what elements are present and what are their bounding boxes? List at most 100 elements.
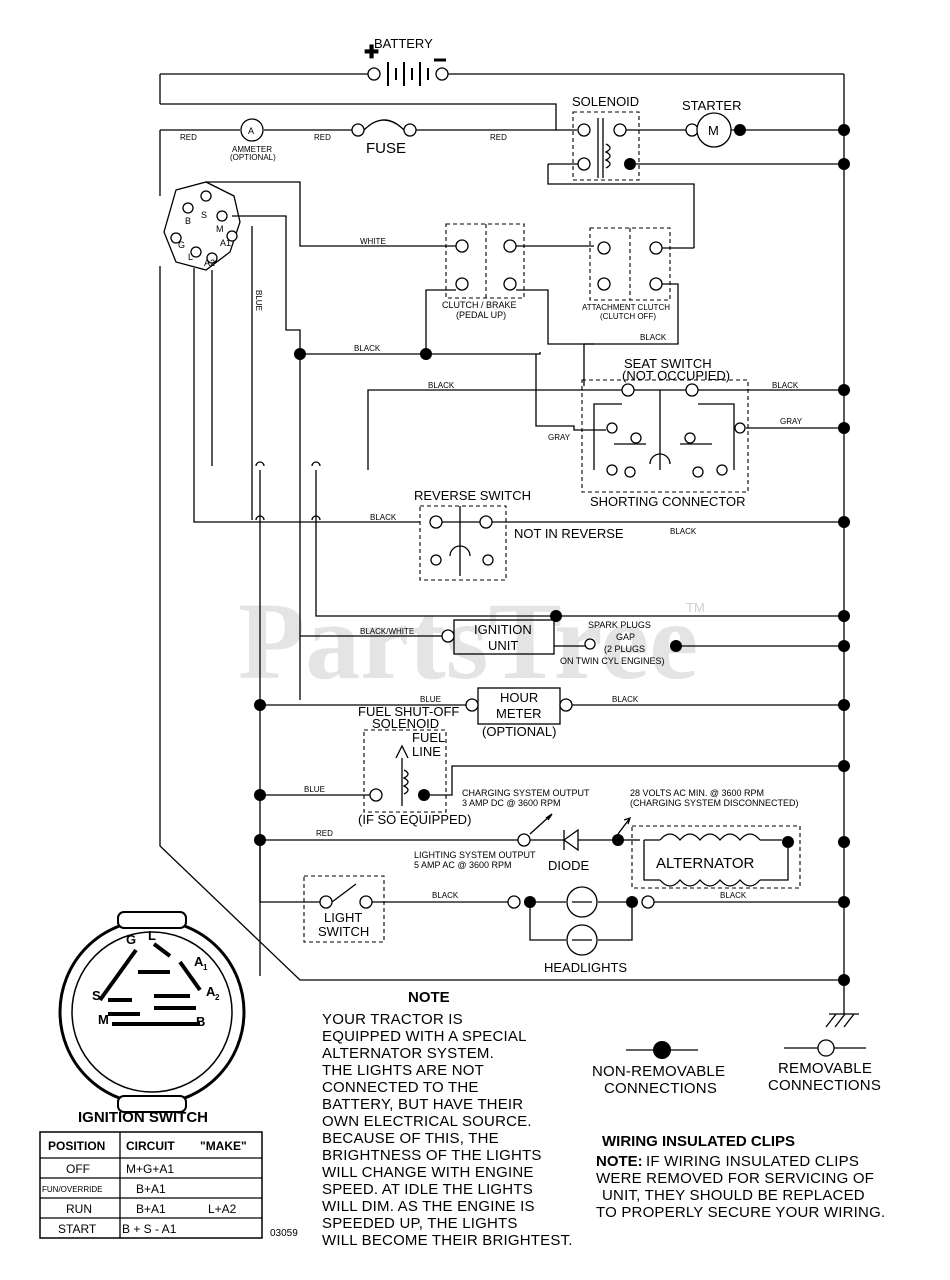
svg-text:CHARGING SYSTEM OUTPUT: CHARGING SYSTEM OUTPUT bbox=[462, 788, 590, 798]
starter: STARTER M bbox=[682, 98, 850, 170]
svg-text:2: 2 bbox=[215, 993, 220, 1002]
svg-text:BLACK: BLACK bbox=[670, 527, 697, 536]
svg-text:UNIT, THEY SHOULD BE REPLACED: UNIT, THEY SHOULD BE REPLACED bbox=[602, 1187, 865, 1204]
svg-text:BECAUSE OF THIS, THE: BECAUSE OF THIS, THE bbox=[322, 1130, 499, 1147]
svg-text:IGNITION: IGNITION bbox=[474, 622, 532, 637]
svg-text:NON-REMOVABLE: NON-REMOVABLE bbox=[592, 1063, 725, 1080]
watermark-trademark: TM bbox=[686, 600, 705, 615]
watermark: PartsTree bbox=[238, 580, 698, 702]
svg-text:BLUE: BLUE bbox=[420, 695, 441, 704]
svg-text:28 VOLTS AC MIN. @ 3600 RPM: 28 VOLTS AC MIN. @ 3600 RPM bbox=[630, 788, 764, 798]
svg-text:(OPTIONAL): (OPTIONAL) bbox=[482, 724, 556, 739]
svg-text:BLACK: BLACK bbox=[428, 381, 455, 390]
solenoid: SOLENOID bbox=[547, 94, 844, 248]
svg-text:(CHARGING SYSTEM DISCONNECTED): (CHARGING SYSTEM DISCONNECTED) bbox=[630, 798, 799, 808]
svg-text:METER: METER bbox=[496, 706, 542, 721]
svg-text:UNIT: UNIT bbox=[488, 638, 518, 653]
svg-text:SPARK PLUGS: SPARK PLUGS bbox=[588, 620, 651, 630]
svg-text:SEAT SWITCH: SEAT SWITCH bbox=[624, 356, 712, 371]
svg-text:SPEED. AT IDLE THE LIGHTS: SPEED. AT IDLE THE LIGHTS bbox=[322, 1181, 533, 1198]
svg-text:A: A bbox=[194, 954, 204, 969]
svg-text:G: G bbox=[178, 240, 185, 250]
ammeter-label: AMMETER bbox=[232, 145, 272, 154]
svg-text:LIGHTING SYSTEM OUTPUT: LIGHTING SYSTEM OUTPUT bbox=[414, 850, 536, 860]
svg-text:CONNECTIONS: CONNECTIONS bbox=[604, 1080, 717, 1097]
svg-text:(IF SO EQUIPPED): (IF SO EQUIPPED) bbox=[358, 812, 471, 827]
lighting-circuit: LIGHT SWITCH BLACK BLACK HEADLIGHTS bbox=[259, 840, 844, 975]
svg-text:M: M bbox=[98, 1012, 109, 1027]
fuse-icon bbox=[351, 123, 365, 137]
fuse-label: FUSE bbox=[366, 140, 406, 157]
svg-text:FUN/OVERRIDE: FUN/OVERRIDE bbox=[42, 1185, 102, 1194]
ignition-wires: WHITE BLUE BLACK BLACK bbox=[193, 181, 541, 700]
svg-text:GAP: GAP bbox=[616, 632, 635, 642]
svg-text:"MAKE": "MAKE" bbox=[200, 1139, 247, 1153]
svg-text:LINE: LINE bbox=[412, 744, 441, 759]
svg-text:NOTE:: NOTE: bbox=[596, 1153, 643, 1170]
svg-text:EQUIPPED WITH A SPECIAL: EQUIPPED WITH A SPECIAL bbox=[322, 1028, 527, 1045]
fuel-solenoid: FUEL SHUT-OFF SOLENOID FUEL LINE BLUE (I… bbox=[260, 704, 844, 827]
svg-text:WILL BECOME THEIR BRIGHTEST.: WILL BECOME THEIR BRIGHTEST. bbox=[322, 1232, 573, 1249]
hour-meter: HOUR METER BLUE BLACK (OPTIONAL) bbox=[260, 687, 844, 739]
svg-text:GRAY: GRAY bbox=[548, 433, 571, 442]
svg-text:A1: A1 bbox=[220, 238, 231, 248]
svg-text:RUN: RUN bbox=[66, 1202, 92, 1216]
svg-text:WILL DIM. AS THE ENGINE IS: WILL DIM. AS THE ENGINE IS bbox=[322, 1198, 535, 1215]
svg-text:IF WIRING INSULATED CLIPS: IF WIRING INSULATED CLIPS bbox=[646, 1153, 859, 1170]
ignition-switch-face: G L A 1 A 2 S M B bbox=[58, 911, 246, 1113]
svg-text:DIODE: DIODE bbox=[548, 858, 590, 873]
ignition-switch-title: IGNITION SWITCH bbox=[78, 1109, 208, 1126]
svg-text:(NOT OCCUPIED): (NOT OCCUPIED) bbox=[622, 368, 730, 383]
svg-text:CONNECTED TO THE: CONNECTED TO THE bbox=[322, 1079, 479, 1096]
connection-legend: NON-REMOVABLE CONNECTIONS REMOVABLE CONN… bbox=[592, 1039, 881, 1097]
svg-text:A: A bbox=[206, 984, 216, 999]
svg-text:SOLENOID: SOLENOID bbox=[572, 94, 639, 109]
svg-text:BLACK: BLACK bbox=[370, 513, 397, 522]
starter-motor-icon bbox=[696, 112, 732, 148]
svg-text:BLACK: BLACK bbox=[354, 344, 381, 353]
svg-text:START: START bbox=[58, 1222, 97, 1236]
svg-text:RED: RED bbox=[180, 133, 197, 142]
clutch-brake-switch: CLUTCH / BRAKE (PEDAL UP) bbox=[420, 223, 594, 360]
attachment-clutch-switch: ATTACHMENT CLUTCH (CLUTCH OFF) BLACK bbox=[582, 227, 694, 386]
svg-text:HOUR: HOUR bbox=[500, 690, 538, 705]
svg-text:BLACK: BLACK bbox=[612, 695, 639, 704]
battery-label: BATTERY bbox=[374, 36, 433, 51]
svg-text:(2 PLUGS: (2 PLUGS bbox=[604, 644, 645, 654]
svg-text:1: 1 bbox=[203, 963, 208, 972]
svg-text:BRIGHTNESS OF THE LIGHTS: BRIGHTNESS OF THE LIGHTS bbox=[322, 1147, 542, 1164]
svg-text:NOT IN REVERSE: NOT IN REVERSE bbox=[514, 526, 624, 541]
svg-text:CLUTCH / BRAKE: CLUTCH / BRAKE bbox=[442, 300, 517, 310]
svg-text:B+A1: B+A1 bbox=[136, 1202, 166, 1216]
svg-text:FUEL: FUEL bbox=[412, 730, 445, 745]
svg-text:SOLENOID: SOLENOID bbox=[372, 716, 439, 731]
svg-text:S: S bbox=[92, 988, 101, 1003]
battery-positive-icon: ✚ bbox=[364, 42, 379, 62]
svg-text:M+G+A1: M+G+A1 bbox=[126, 1162, 174, 1176]
svg-text:NOTE: NOTE bbox=[408, 989, 450, 1006]
svg-text:STARTER: STARTER bbox=[682, 98, 741, 113]
ignition-switch-table: POSITION CIRCUIT "MAKE" OFF M+G+A1 FUN/O… bbox=[39, 1131, 263, 1239]
svg-text:YOUR TRACTOR IS: YOUR TRACTOR IS bbox=[322, 1011, 463, 1028]
bus-connections bbox=[254, 348, 850, 986]
svg-text:WILL CHANGE WITH ENGINE: WILL CHANGE WITH ENGINE bbox=[322, 1164, 534, 1181]
svg-text:WERE REMOVED FOR SERVICING OF: WERE REMOVED FOR SERVICING OF bbox=[596, 1170, 874, 1187]
svg-text:BLUE: BLUE bbox=[254, 290, 263, 311]
key-switch-block: B S M G A1 L A2 bbox=[163, 181, 241, 271]
diagram-number: 03059 bbox=[270, 1228, 298, 1239]
svg-text:GRAY: GRAY bbox=[780, 417, 803, 426]
seat-switch: SEAT SWITCH (NOT OCCUPIED) BLACK BLACK G… bbox=[367, 354, 844, 509]
reverse-switch: REVERSE SWITCH NOT IN REVERSE BLACK bbox=[414, 488, 844, 581]
svg-text:S: S bbox=[201, 210, 207, 220]
svg-text:L+A2: L+A2 bbox=[208, 1202, 237, 1216]
battery: BATTERY ✚ bbox=[160, 36, 844, 86]
diode-icon bbox=[562, 828, 579, 852]
clips-note: WIRING INSULATED CLIPS NOTE: IF WIRING I… bbox=[596, 1133, 885, 1221]
svg-text:POSITION: POSITION bbox=[48, 1139, 105, 1153]
svg-text:ON TWIN CYL ENGINES): ON TWIN CYL ENGINES) bbox=[560, 656, 665, 666]
svg-text:G: G bbox=[126, 932, 136, 947]
svg-text:L: L bbox=[148, 928, 156, 943]
non-removable-connection-icon bbox=[653, 1041, 671, 1059]
svg-text:M: M bbox=[708, 123, 719, 138]
